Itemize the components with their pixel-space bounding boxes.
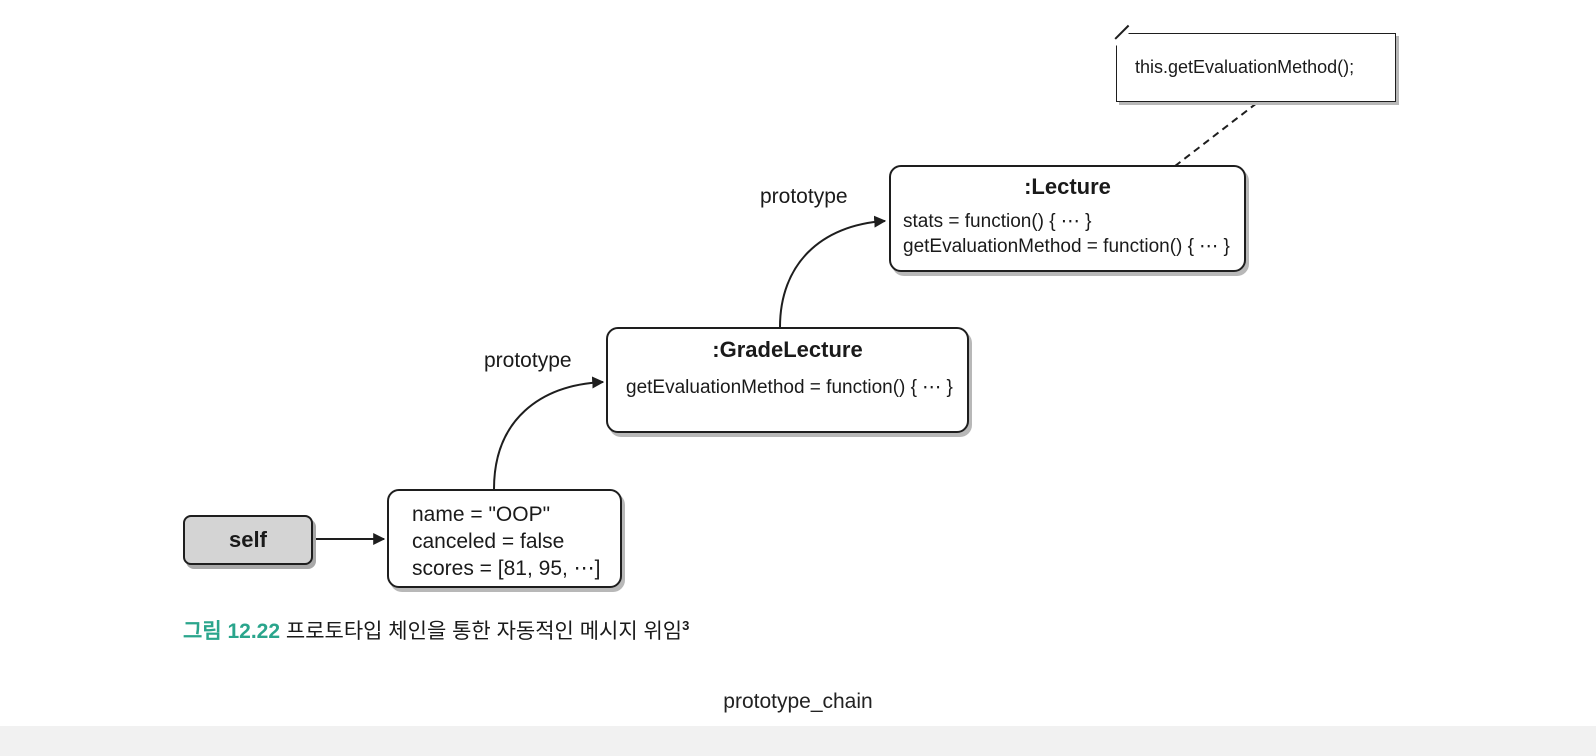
prototype-label-upper: prototype (760, 185, 848, 208)
figure-footnote-marker: 3 (682, 618, 690, 633)
figure-caption: 그림 12.22 프로토타입 체인을 통한 자동적인 메시지 위임3 (183, 615, 689, 645)
lecture-title: :Lecture (1024, 174, 1111, 199)
lecture-object: :Lecture stats = function() { ⋯ } getEva… (889, 165, 1246, 272)
instance-line-scores: scores = [81, 95, ⋯] (412, 557, 601, 580)
footer-band (0, 726, 1596, 756)
lecture-line-stats: stats = function() { ⋯ } (903, 211, 1092, 232)
figure-number: 그림 12.22 (183, 620, 281, 643)
instance-to-gradelecture-arrow (493, 376, 605, 490)
gradelecture-title: :GradeLecture (712, 337, 863, 362)
note-box: this.getEvaluationMethod(); (1116, 33, 1396, 102)
instance-line-canceled: canceled = false (412, 530, 565, 553)
prototype-label-lower: prototype (484, 349, 572, 372)
self-label: self (229, 527, 267, 552)
image-title: prototype_chain (723, 690, 873, 713)
gradelecture-line-method: getEvaluationMethod = function() { ⋯ } (626, 377, 953, 398)
lecture-line-method: getEvaluationMethod = function() { ⋯ } (903, 236, 1230, 257)
gradelecture-object: :GradeLecture getEvaluationMethod = func… (606, 327, 969, 433)
self-node: self (183, 515, 313, 565)
instance-line-name: name = "OOP" (412, 503, 551, 526)
figure-caption-text: 프로토타입 체인을 통한 자동적인 메시지 위임 (285, 620, 683, 643)
instance-object: name = "OOP" canceled = false scores = [… (387, 489, 622, 588)
gradelecture-to-lecture-arrow (779, 215, 887, 328)
note-text: this.getEvaluationMethod(); (1135, 57, 1355, 77)
note-fold-corner (1116, 33, 1129, 46)
